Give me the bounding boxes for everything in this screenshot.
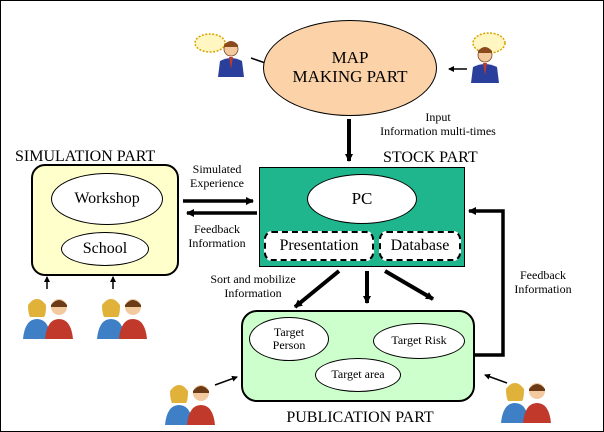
feedback-right-line2: Information	[514, 281, 572, 296]
simulated-experience-line2: Experience	[190, 175, 244, 190]
stock-part-title: STOCK PART	[383, 149, 478, 166]
simulated-experience-line1: Simulated	[192, 162, 242, 176]
input-note-line2: Information multi-times	[380, 123, 496, 138]
target-risk-node: Target Risk	[373, 323, 465, 359]
sort-note-line1: Sort and mobilize	[210, 272, 296, 286]
target-area-node: Target area	[315, 358, 401, 392]
target-person-node: Target Person	[249, 317, 329, 361]
simulation-part-title: SIMULATION PART	[15, 148, 156, 165]
map-making-part-label-line2: MAKING PART	[292, 67, 408, 86]
feedback-left-note: Feedback Information	[177, 222, 257, 251]
stock-to-publication-arrow-left	[293, 269, 341, 309]
man-and-woman-icon	[165, 385, 215, 425]
pc-node: PC	[307, 174, 417, 224]
feedback-right-loop	[468, 207, 505, 357]
presentation-node: Presentation	[264, 231, 374, 261]
feedback-left-line1: Feedback	[194, 222, 240, 236]
publication-part-title: PUBLICATION PART	[286, 409, 434, 426]
businessman-speaking-icon	[471, 32, 506, 83]
target-person-line2: Person	[272, 338, 306, 352]
sort-note-line2: Information	[224, 285, 282, 300]
map-making-part-node: MAP MAKING PART	[263, 20, 437, 116]
feedback-left-line2: Information	[188, 235, 246, 250]
man-and-woman-icon	[97, 299, 147, 339]
input-note: Input Information multi-times	[353, 110, 523, 139]
database-node: Database	[379, 231, 461, 261]
input-note-line1: Input	[425, 110, 451, 124]
couple-pub-left-arrow	[214, 375, 238, 386]
man-and-woman-icon	[501, 383, 551, 423]
couple-pub-right-arrow	[484, 373, 508, 384]
simulated-experience-note: Simulated Experience	[179, 162, 255, 191]
man-and-woman-icon	[23, 299, 73, 339]
school-node: School	[61, 232, 149, 266]
feedback-right-line1: Feedback	[520, 268, 566, 282]
sort-note: Sort and mobilize Information	[201, 272, 305, 301]
map-making-part-label-line1: MAP	[331, 48, 369, 68]
stock-to-publication-arrow-right	[383, 269, 435, 301]
workshop-node: Workshop	[51, 173, 163, 225]
feedback-right-note: Feedback Information	[501, 268, 585, 297]
target-person-line1: Target	[273, 324, 305, 339]
businessman-speaking-icon	[194, 33, 244, 77]
